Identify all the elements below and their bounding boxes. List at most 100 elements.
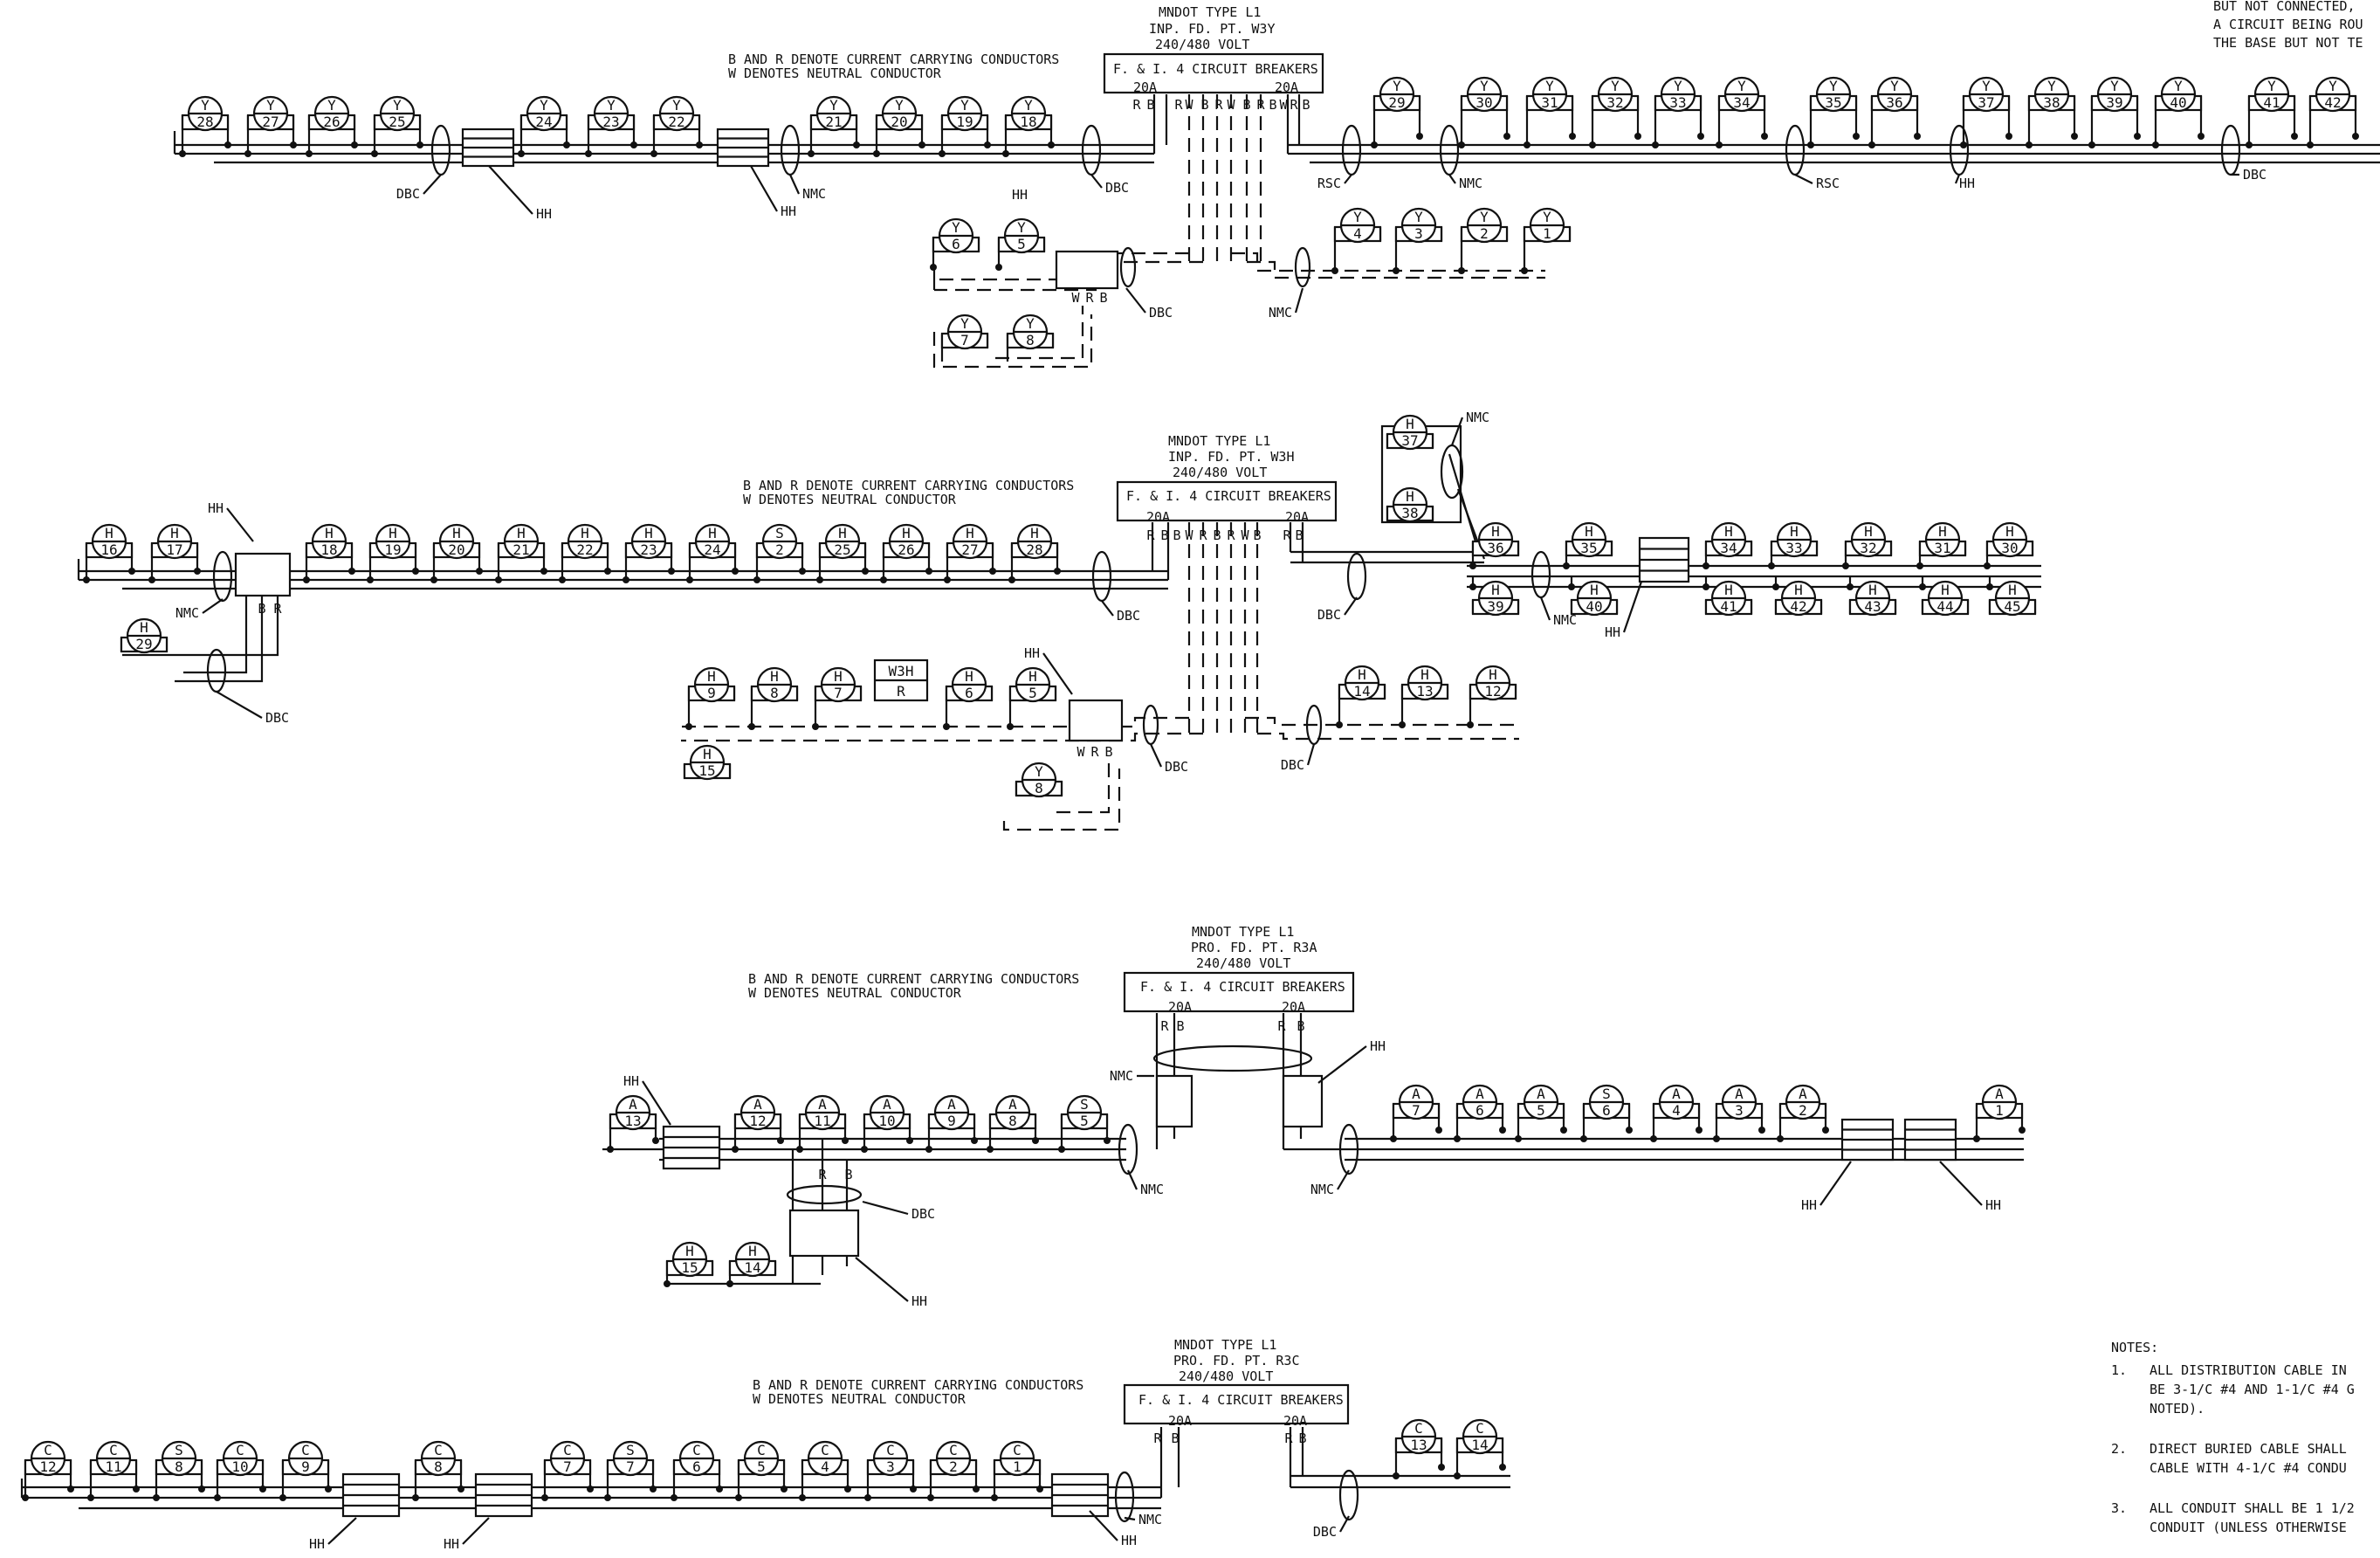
splice-dot	[279, 1494, 286, 1501]
dashed-conductor	[932, 314, 1093, 369]
callout-leader	[1819, 1161, 1852, 1206]
light-pole: Y32	[1591, 76, 1640, 113]
callout: HH	[1801, 1161, 1852, 1213]
conductor-label: R	[1146, 527, 1155, 543]
splice-dot	[1008, 576, 1015, 583]
conductor-label: R	[1214, 97, 1223, 113]
splice-dot	[796, 1146, 803, 1153]
pole-type-label: A	[1735, 1086, 1744, 1102]
light-pole: Y4	[1333, 207, 1382, 244]
denote-line: W DENOTES NEUTRAL CONDUCTOR	[748, 985, 962, 1001]
splice-dot	[306, 150, 313, 157]
light-pole: Y31	[1525, 76, 1574, 113]
pole-type-label: Y	[829, 97, 838, 114]
pole-type-label: Y	[1017, 219, 1026, 236]
callout: NMC	[1310, 1169, 1350, 1197]
callout-leader	[1448, 174, 1456, 184]
breaker-box	[1123, 1383, 1350, 1425]
splice-dot	[67, 1486, 74, 1493]
callout: DBC	[1317, 596, 1358, 623]
callout-leader	[216, 691, 263, 719]
pole-type-label: H	[1724, 582, 1733, 598]
light-pole: C10	[216, 1440, 265, 1477]
splice-dot	[1768, 562, 1775, 569]
conductor-label: B	[1146, 97, 1154, 113]
conductor-label: B	[1297, 1018, 1304, 1034]
splice-dot	[944, 576, 951, 583]
light-pole: Y1	[1523, 207, 1572, 244]
pole-type-label: Y	[1545, 78, 1554, 94]
light-pole: H31	[1918, 521, 1967, 558]
splice-dot	[430, 576, 437, 583]
conductor-label: R	[1256, 97, 1265, 113]
splice-dot	[518, 150, 525, 157]
light-pole: Y39	[2090, 76, 2139, 113]
callout-leader	[1622, 581, 1643, 633]
pole-type-label: H	[1491, 582, 1500, 598]
splice-dot	[1563, 562, 1570, 569]
callout-leader	[642, 1080, 671, 1126]
pole-type-label: Y	[266, 97, 275, 114]
splice-dot	[367, 576, 374, 583]
pole-type-label: A	[883, 1096, 891, 1113]
splice-dot	[816, 576, 823, 583]
splice-dot	[559, 576, 566, 583]
splice-dot	[650, 150, 657, 157]
callout-leader	[1042, 652, 1073, 695]
light-pole: A6	[1455, 1084, 1504, 1120]
callout-label: NMC	[1269, 305, 1292, 321]
conduit-bundle	[1081, 124, 1102, 176]
conductor-label: B	[1242, 97, 1250, 113]
conduit-bundle	[1294, 246, 1311, 288]
splice-dot	[925, 1146, 932, 1153]
breaker-rating-left: 20A	[1133, 79, 1157, 95]
handhole	[662, 1125, 721, 1170]
light-pole: S7	[606, 1440, 655, 1477]
splice-dot	[862, 568, 869, 575]
callout-leader	[750, 165, 778, 212]
pole-number-label: 6	[1602, 1102, 1611, 1119]
light-pole: H25	[818, 523, 867, 560]
cabinet-feed-point: PRO. FD. PT. R3C	[1173, 1353, 1300, 1368]
light-pole: Y38	[2027, 76, 2076, 113]
splice-dot	[1589, 141, 1596, 148]
light-pole: A2	[1778, 1084, 1827, 1120]
denote-line: B AND R DENOTE CURRENT CARRYING CONDUCTO…	[743, 478, 1074, 493]
handhole	[474, 1472, 533, 1518]
light-pole: Y23	[587, 95, 636, 132]
denote-line: W DENOTES NEUTRAL CONDUCTOR	[753, 1391, 966, 1407]
splice-dot	[585, 150, 592, 157]
conductor-label: B	[1104, 744, 1112, 760]
light-pole: H24	[688, 523, 737, 560]
dashed-conductor	[1002, 769, 1121, 831]
pole-type-label: C	[886, 1442, 895, 1458]
pole-type-label: H	[834, 668, 843, 685]
dashed-conductor	[995, 306, 1084, 360]
pole-number-label: 7	[1412, 1102, 1420, 1119]
pole-type-label: Y	[607, 97, 616, 114]
denote-note: B AND R DENOTE CURRENT CARRYING CONDUCTO…	[728, 52, 1059, 81]
pole-type-label: H	[1420, 666, 1429, 683]
denote-note: B AND R DENOTE CURRENT CARRYING CONDUCTO…	[748, 971, 1079, 1001]
light-pole: A10	[863, 1094, 911, 1131]
callout-label: HH	[623, 1073, 639, 1089]
conductor-label: R	[1090, 744, 1099, 760]
splice-dot	[1626, 1127, 1633, 1134]
conduit-bundle	[1439, 124, 1460, 176]
splice-dot	[1438, 1464, 1445, 1471]
callout-label: HH	[1959, 176, 1975, 191]
conductor-label: B	[1200, 97, 1208, 113]
pole-type-label: H	[170, 525, 179, 541]
denote-note: B AND R DENOTE CURRENT CARRYING CONDUCTO…	[743, 478, 1074, 507]
splice-dot	[2088, 141, 2095, 148]
splice-dot	[630, 141, 637, 148]
callout: HH	[750, 165, 796, 219]
callout-leader	[1344, 174, 1352, 184]
splice-dot	[989, 568, 996, 575]
note-line: ALL CONDUIT SHALL BE 1 1/2	[2150, 1500, 2355, 1516]
corner-note-line: BUT NOT CONNECTED,	[2213, 0, 2356, 14]
splice-dot	[1807, 141, 1814, 148]
handhole-box	[788, 1209, 860, 1258]
pole-number-label: 10	[231, 1458, 248, 1475]
